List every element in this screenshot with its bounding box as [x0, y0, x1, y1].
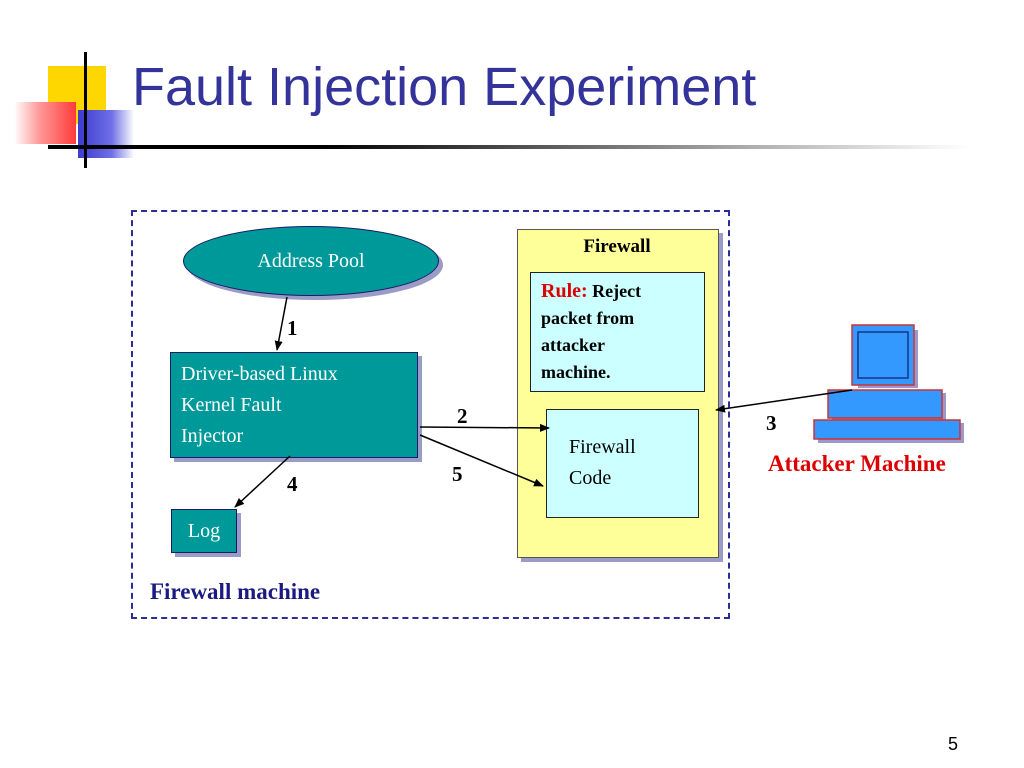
- slide-title: Fault Injection Experiment: [132, 57, 757, 117]
- firewall-code-line-1: Firewall: [569, 436, 636, 458]
- fault-injector-node: Driver-based Linux Kernel Fault Injector: [170, 352, 418, 458]
- title-underline: [48, 145, 968, 149]
- rule-text-line-1: Reject: [587, 281, 642, 301]
- log-node: Log: [171, 509, 237, 553]
- arrow-3: [715, 389, 853, 413]
- step-3-label: 3: [766, 411, 777, 435]
- rule-text-line-3: attacker: [541, 335, 605, 355]
- firewall-machine-label: Firewall machine: [150, 579, 321, 604]
- firewall-label: Firewall: [583, 236, 651, 257]
- firewall-code-line-2: Code: [569, 467, 612, 489]
- step-4-label: 4: [287, 472, 298, 496]
- step-1-label: 1: [287, 316, 298, 340]
- firewall-code-box: Firewall Code: [546, 409, 699, 518]
- rule-text-line-4: machine.: [541, 362, 611, 382]
- rule-key-label: Rule:: [541, 280, 588, 302]
- step-5-label: 5: [452, 462, 463, 486]
- injector-line-3: Injector: [181, 425, 244, 447]
- injector-line-1: Driver-based Linux: [181, 363, 338, 385]
- arrow-4: [234, 455, 291, 508]
- address-pool-label: Address Pool: [257, 249, 365, 272]
- title-decoration-red: [14, 102, 76, 144]
- rule-text-line-2: packet from: [541, 308, 635, 328]
- attacker-machine-label: Attacker Machine: [768, 451, 946, 476]
- injector-line-2: Kernel Fault: [181, 394, 282, 416]
- arrow-1: [274, 296, 288, 351]
- attacker-computer-icon: [813, 324, 964, 443]
- title-decoration-blue: [78, 110, 134, 158]
- arrow-2: [419, 423, 550, 432]
- step-2-label: 2: [457, 404, 468, 428]
- log-label: Log: [187, 519, 221, 542]
- firewall-rule-box: Rule: Reject packet from attacker machin…: [530, 272, 705, 392]
- arrow-5: [419, 434, 544, 487]
- firewall-machine-frame: [131, 210, 730, 619]
- title-decoration-vertical-line: [84, 52, 87, 168]
- address-pool-node: Address Pool: [183, 226, 439, 296]
- page-number: 5: [948, 734, 959, 754]
